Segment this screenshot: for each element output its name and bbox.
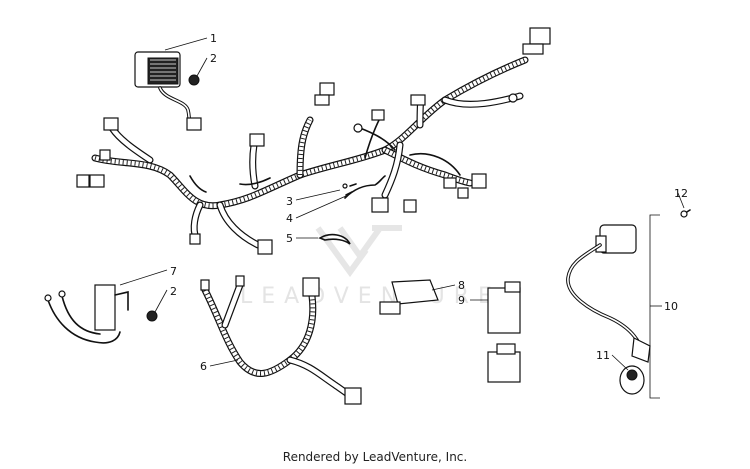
callout-11: 11 bbox=[596, 349, 610, 362]
watermark-text: LEADVENTURE bbox=[240, 284, 501, 309]
relay-parts bbox=[379, 279, 521, 383]
small-clips bbox=[318, 175, 386, 245]
callout-10: 10 bbox=[664, 300, 678, 313]
nut-2-icon bbox=[146, 310, 158, 322]
relay-8-icon bbox=[391, 279, 439, 305]
callout-12: 12 bbox=[674, 187, 688, 200]
screw-icon bbox=[680, 210, 688, 218]
main-wiring-harness bbox=[76, 27, 551, 255]
callout-2: 2 bbox=[210, 52, 217, 65]
connector-lower-icon bbox=[257, 239, 273, 255]
ignition-coil-assembly bbox=[566, 209, 691, 399]
watermark-logo-icon bbox=[315, 225, 402, 278]
leader-lines bbox=[119, 37, 685, 371]
callout-1: 1 bbox=[210, 32, 217, 45]
callout-9: 9 bbox=[458, 294, 465, 307]
watermark: LEADVENTURE bbox=[240, 225, 501, 309]
switch-icon bbox=[94, 284, 116, 331]
callout-4: 4 bbox=[286, 212, 293, 225]
footer-credit: Rendered by LeadVenture, Inc. bbox=[282, 450, 468, 464]
callout-3: 3 bbox=[286, 195, 293, 208]
connector-top-right-icon bbox=[529, 27, 551, 45]
regulator-assembly bbox=[134, 51, 202, 131]
relay-9-icon bbox=[487, 287, 521, 334]
callout-7: 7 bbox=[170, 265, 177, 278]
secondary-harness bbox=[200, 275, 362, 405]
connector-6-icon bbox=[302, 277, 320, 297]
callout-8: 8 bbox=[458, 279, 465, 292]
switch-assembly bbox=[44, 284, 158, 344]
spark-cap-icon bbox=[631, 337, 651, 363]
callout-2b: 2 bbox=[170, 285, 177, 298]
callout-5: 5 bbox=[286, 232, 293, 245]
callout-labels: 1 2 3 4 5 6 7 2 8 9 10 11 12 bbox=[170, 32, 688, 373]
nut-icon bbox=[188, 74, 200, 86]
cable-tie-icon bbox=[318, 233, 351, 245]
callout-6: 6 bbox=[200, 360, 207, 373]
